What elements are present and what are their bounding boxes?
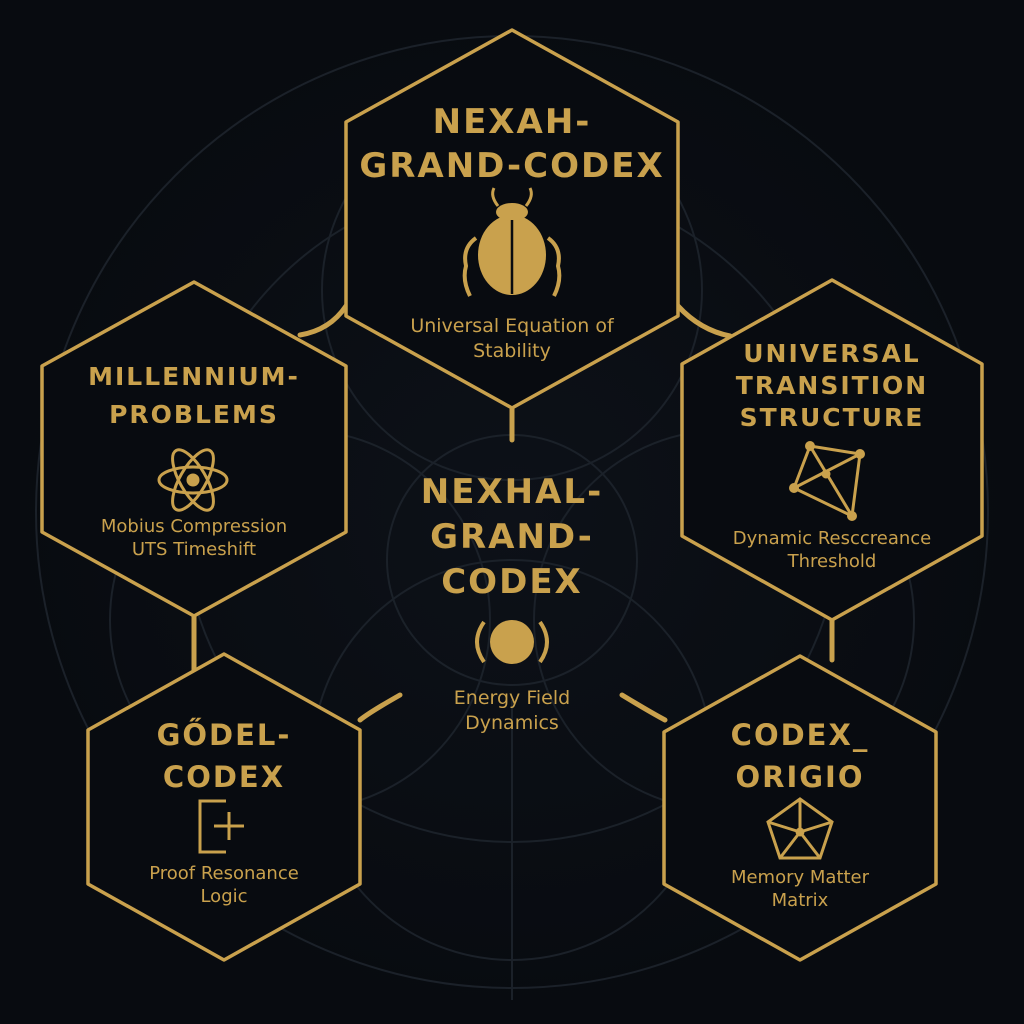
network-icon — [789, 441, 865, 521]
node-right-title: UNIVERSAL TRANSITION STRUCTURE — [735, 339, 929, 432]
node-bottom-right-title: CODEX_ ORIGIO — [730, 718, 870, 794]
node-left-caption: Mobius Compression UTS Timeshift — [54, 515, 334, 562]
connector-center-bottomleft — [357, 692, 403, 723]
node-bottom-left: GŐDEL- CODEX — [100, 714, 348, 798]
node-top-subtitle: Universal Equation of Stability — [410, 315, 614, 362]
proof-box-icon — [198, 799, 244, 854]
atom-icon — [157, 448, 229, 512]
connector-top-right — [675, 303, 733, 339]
node-bottom-left-title: GŐDEL- CODEX — [156, 718, 292, 794]
node-right: UNIVERSAL TRANSITION STRUCTURE — [692, 338, 972, 434]
node-left-title: MILLENNIUM- PROBLEMS — [88, 362, 300, 429]
connector-top-left — [297, 303, 349, 338]
node-top-title: NEXAH- GRAND-CODEX — [359, 102, 665, 186]
node-bottom-right-caption: Memory Matter Matrix — [676, 866, 924, 913]
node-left: MILLENNIUM- PROBLEMS — [54, 358, 334, 434]
node-left-subtitle: Mobius Compression UTS Timeshift — [100, 516, 288, 561]
scarab-icon — [462, 187, 562, 297]
node-right-subtitle: Dynamic Resccreance Threshold — [732, 528, 932, 573]
node-center-title: NEXHAL- GRAND- CODEX — [420, 472, 604, 602]
node-bottom-left-caption: Proof Resonance Logic — [100, 862, 348, 909]
node-top: NEXAH- GRAND-CODEX — [352, 100, 672, 188]
eclipse-orb-icon — [475, 620, 549, 664]
node-center: NEXHAL- GRAND- CODEX — [372, 470, 652, 605]
node-center-subtitle: Energy Field Dynamics — [453, 687, 571, 734]
node-bottom-right-subtitle: Memory Matter Matrix — [730, 867, 870, 912]
node-right-caption: Dynamic Resccreance Threshold — [692, 527, 972, 574]
node-bottom-right: CODEX_ ORIGIO — [676, 714, 924, 798]
pentagon-star-icon — [766, 797, 834, 860]
hex-bottom-left — [86, 652, 362, 962]
node-bottom-left-subtitle: Proof Resonance Logic — [149, 863, 299, 908]
node-top-caption: Universal Equation of Stability — [352, 314, 672, 363]
node-center-caption: Energy Field Dynamics — [372, 686, 652, 735]
connector-center-bottomright — [619, 692, 668, 723]
hex-left — [40, 280, 348, 618]
